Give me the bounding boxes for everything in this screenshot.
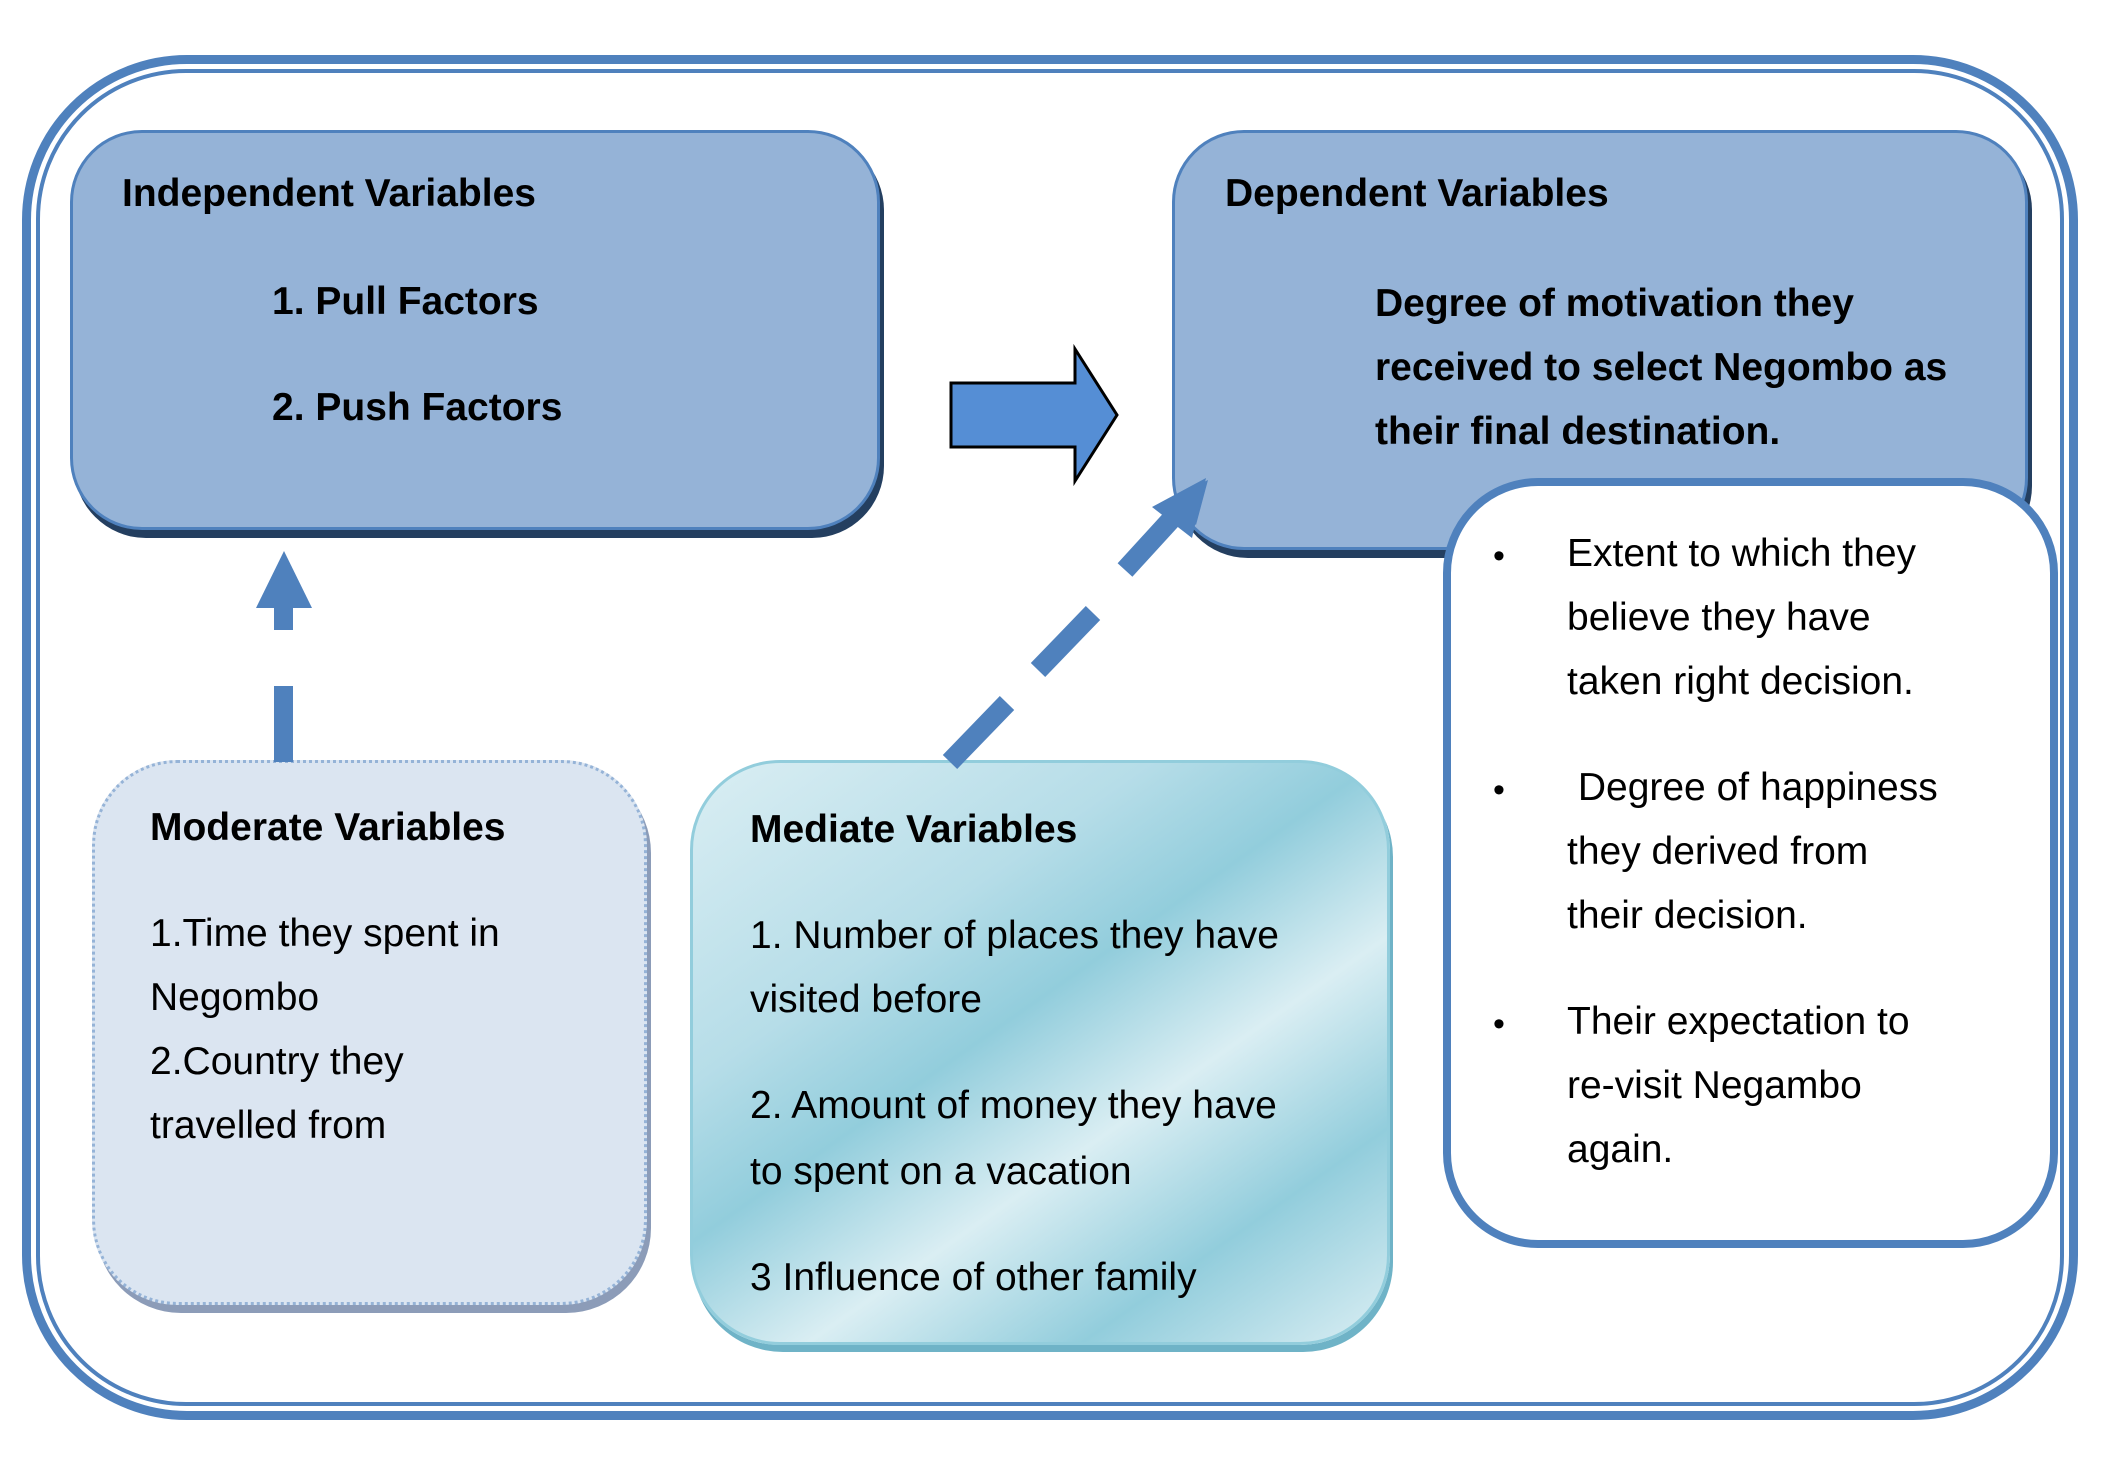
outcome-2-line-2: they derived from [1567, 830, 1869, 873]
mediate-line-1: 1. Number of places they have [750, 914, 1279, 957]
mediate-line-2: visited before [750, 978, 982, 1021]
outer-frame [22, 55, 2078, 1420]
outcomes-box [1443, 478, 2058, 1248]
moderate-line-2: Negombo [150, 976, 320, 1019]
mediate-line-4: to spent on a vacation [750, 1150, 1132, 1193]
outcome-1-line-2: believe they have [1567, 596, 1871, 639]
outcome-2-line-1: Degree of happiness [1567, 766, 1938, 809]
independent-variables-box [70, 130, 880, 530]
moderate-line-1: 1.Time they spent in [150, 912, 500, 955]
dependent-line-1: Degree of motivation they [1375, 282, 1854, 325]
moderate-line-3: 2.Country they [150, 1040, 404, 1083]
outcome-3-line-1: Their expectation to [1567, 1000, 1910, 1043]
outcome-1-line-1: Extent to which they [1567, 532, 1917, 575]
independent-item-pull: 1. Pull Factors [272, 280, 539, 323]
mediate-line-3: 2. Amount of money they have [750, 1084, 1277, 1127]
independent-title: Independent Variables [122, 172, 536, 215]
bullet-icon: • [1493, 1005, 1505, 1043]
moderate-line-4: travelled from [150, 1104, 387, 1147]
outcome-1-line-3: taken right decision. [1567, 660, 1914, 703]
mediate-line-5: 3 Influence of other family [750, 1256, 1197, 1299]
outcome-2-line-3: their decision. [1567, 894, 1808, 937]
moderate-variables-box [92, 760, 647, 1305]
mediate-variables-box [690, 760, 1390, 1345]
mediate-title: Mediate Variables [750, 808, 1078, 851]
bullet-icon: • [1493, 537, 1505, 575]
dependent-line-2: received to select Negombo as [1375, 346, 1948, 389]
bullet-icon: • [1493, 771, 1505, 809]
moderate-title: Moderate Variables [150, 806, 506, 849]
dependent-line-3: their final destination. [1375, 410, 1781, 453]
dependent-title: Dependent Variables [1225, 172, 1609, 215]
outcome-3-line-3: again. [1567, 1128, 1674, 1171]
outcome-3-line-2: re-visit Negambo [1567, 1064, 1862, 1107]
inner-frame [36, 69, 2064, 1406]
independent-item-push: 2. Push Factors [272, 386, 563, 429]
